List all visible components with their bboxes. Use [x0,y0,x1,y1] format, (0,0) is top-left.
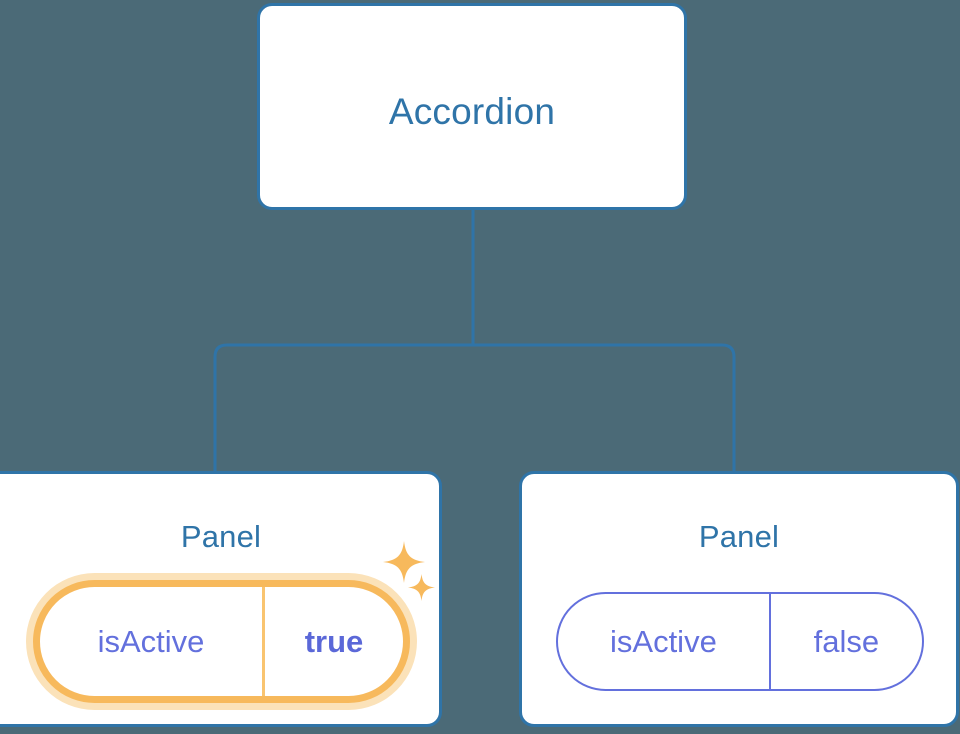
sparkle-icon [383,541,425,583]
prop-value: false [813,623,880,659]
prop-key: isActive [610,623,717,659]
prop-divider [262,587,265,696]
node-panel-left-title: Panel [180,519,262,554]
prop-pill-isactive-true[interactable]: isActive true [33,580,410,703]
prop-divider [768,594,771,689]
prop-key: isActive [97,623,205,659]
prop-pill-isactive-false[interactable]: isActive false [556,592,924,691]
node-panel-right-title: Panel [698,519,780,554]
sparkle-icon [408,574,435,601]
node-accordion[interactable]: Accordion [257,3,687,210]
prop-value: true [304,623,364,659]
connector-branch-bar [213,343,736,471]
node-accordion-title: Accordion [388,91,556,132]
